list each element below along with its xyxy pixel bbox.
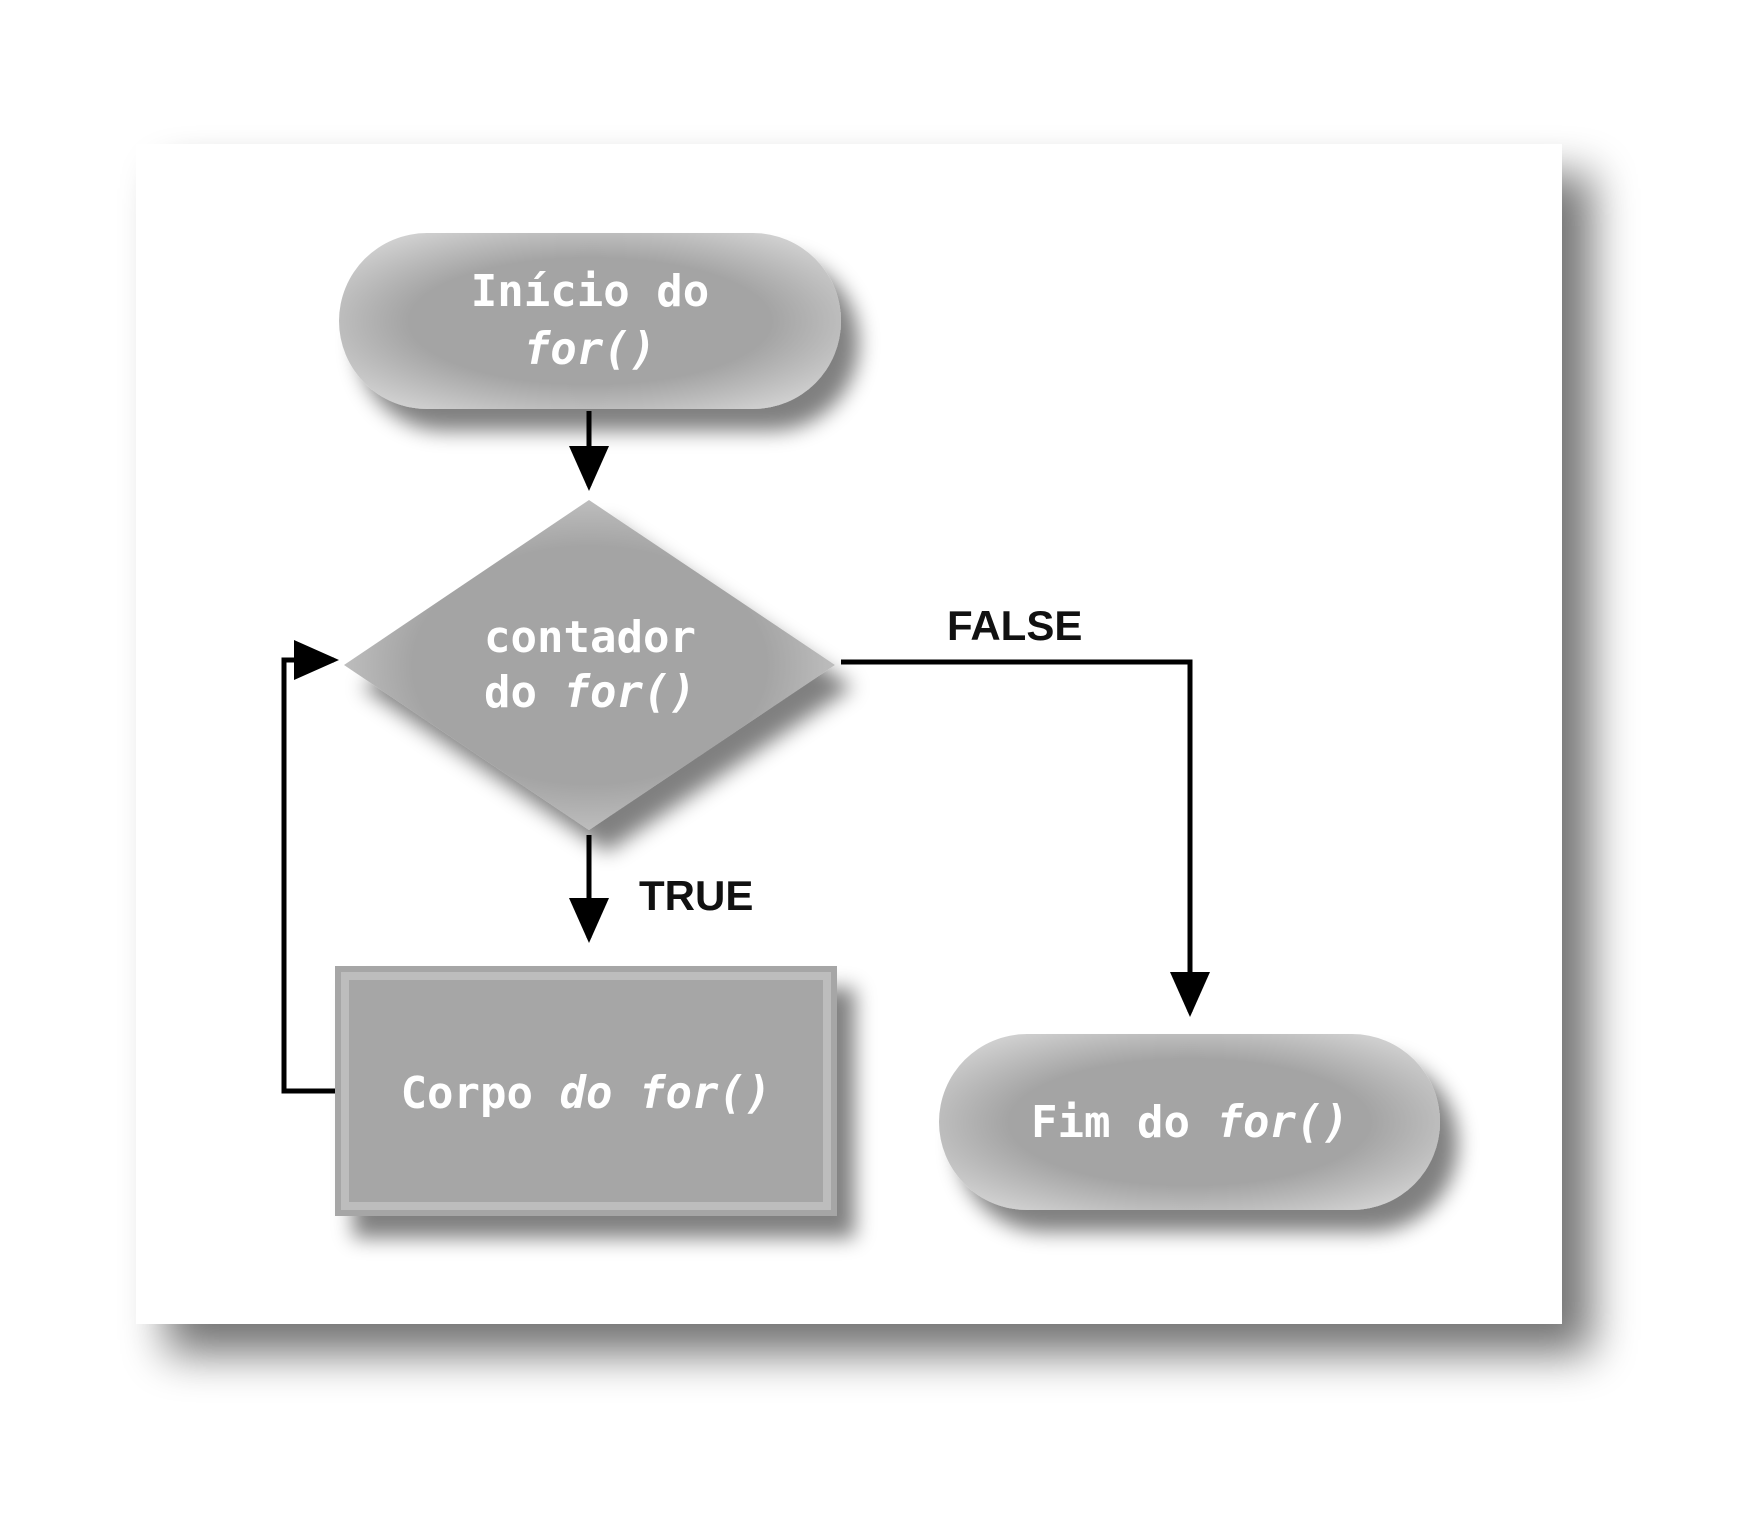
false-label: FALSE — [947, 602, 1082, 649]
body-node: Corpo do for() — [335, 966, 837, 1216]
body-label: Corpo do for() — [401, 1068, 772, 1119]
condition-node: contador do for() — [344, 500, 835, 830]
start-node: Início do for() — [339, 233, 841, 409]
end-node: Fim do for() — [939, 1034, 1440, 1210]
start-label-line1: Início do — [471, 266, 709, 317]
condition-label-line1: contador — [484, 612, 696, 663]
condition-label-line2: do for() — [484, 667, 696, 718]
end-label: Fim do for() — [1031, 1097, 1349, 1148]
arrow-loop-back — [281, 640, 339, 1094]
true-label: TRUE — [639, 872, 753, 919]
arrow-false — [841, 659, 1210, 1017]
start-label-line2: for() — [524, 324, 656, 375]
